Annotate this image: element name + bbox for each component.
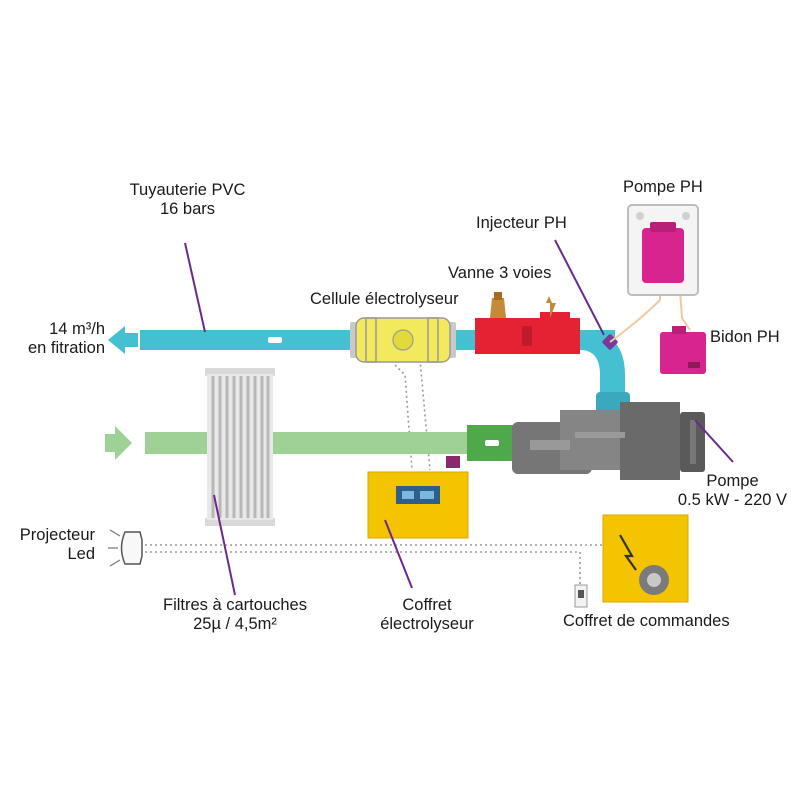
control-box [602, 514, 689, 603]
label-tuyauterie-line2: 16 bars [159, 200, 216, 218]
label-pompe: Pompe 0.5 kW - 220 V [670, 472, 795, 510]
cartridge-filter [205, 368, 275, 526]
leader-lines [184, 239, 734, 596]
inflow-arrow-icon [105, 426, 132, 460]
label-pompe-line1: Pompe [706, 472, 759, 490]
electrolysis-cell [350, 317, 456, 363]
label-coffret-electrolyseur: Coffret électrolyseur [362, 596, 492, 634]
electrolyser-box [367, 456, 469, 539]
label-coffret-commandes: Coffret de commandes [563, 612, 730, 630]
green-pipe [145, 425, 522, 461]
label-filtres-line1: Filtres à cartouches [163, 596, 307, 614]
label-projecteur-line1: Projecteur [19, 526, 95, 544]
label-debit-line1: 14 m³/h [49, 320, 105, 338]
ph-tubing [609, 290, 661, 343]
label-coffret-elec-line1: Coffret [402, 596, 452, 614]
label-coffret-elec-line2: électrolyseur [380, 615, 474, 633]
label-pompe-ph: Pompe PH [623, 178, 703, 196]
label-debit-line2: en fitration [27, 339, 105, 357]
label-cellule: Cellule électrolyseur [310, 290, 459, 308]
label-pompe-line2: 0.5 kW - 220 V [677, 491, 788, 509]
label-tuyauterie: Tuyauterie PVC 16 bars [105, 181, 270, 219]
ph-pump [627, 204, 699, 296]
label-projecteur: Projecteur Led [0, 526, 95, 564]
label-injecteur: Injecteur PH [476, 214, 567, 232]
ph-drum [660, 326, 706, 374]
label-vanne: Vanne 3 voies [448, 264, 552, 282]
label-projecteur-line2: Led [67, 545, 95, 563]
sensor [574, 584, 588, 608]
main-pump [512, 402, 705, 480]
ph-tubing-suction [679, 289, 691, 331]
led-projector [108, 529, 143, 567]
label-filtres: Filtres à cartouches 25µ / 4,5m² [140, 596, 330, 634]
outflow-arrow-icon [108, 326, 138, 354]
label-bidon-ph: Bidon PH [710, 328, 780, 346]
label-filtres-line2: 25µ / 4,5m² [193, 615, 277, 633]
label-debit: 14 m³/h en fitration [5, 320, 105, 358]
three-way-valve [475, 292, 580, 354]
label-tuyauterie-line1: Tuyauterie PVC [129, 181, 246, 199]
